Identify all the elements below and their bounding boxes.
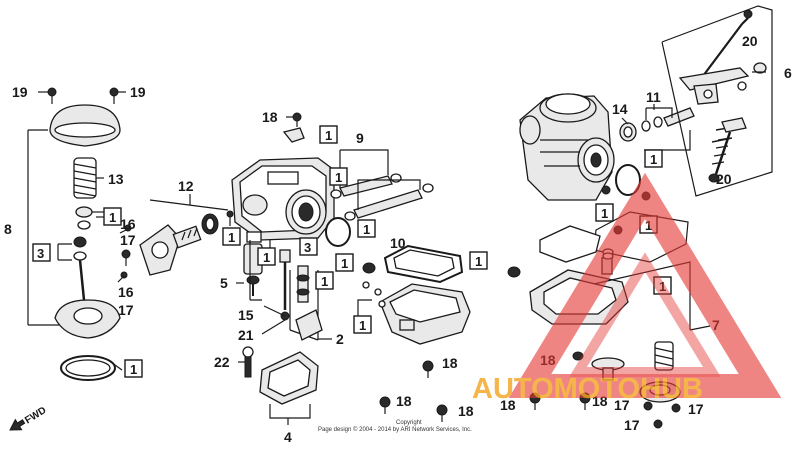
callout-18-right-b: 18 bbox=[500, 397, 516, 413]
svg-text:1: 1 bbox=[109, 210, 116, 225]
callout-9: 9 bbox=[356, 130, 364, 146]
svg-text:1: 1 bbox=[359, 318, 366, 333]
callout-20-top: 20 bbox=[742, 33, 758, 49]
callout-numbers: 19 19 13 8 16 17 16 17 12 5 15 21 22 18 … bbox=[4, 33, 792, 445]
bowl-gaskets bbox=[357, 244, 471, 345]
svg-text:1: 1 bbox=[363, 222, 370, 237]
callout-17-lower: 17 bbox=[118, 302, 134, 318]
svg-text:1: 1 bbox=[335, 170, 342, 185]
box-1-center-a: 1 bbox=[257, 247, 276, 266]
box-1-left: 1 bbox=[103, 207, 122, 226]
box-1-linkage: 1 bbox=[644, 149, 663, 168]
watermark-auto: AUTO bbox=[472, 373, 554, 405]
callout-18-center: 18 bbox=[442, 355, 458, 371]
callout-18-bottom-a: 18 bbox=[396, 393, 412, 409]
shafts bbox=[325, 149, 434, 247]
callout-5: 5 bbox=[220, 275, 228, 291]
box-1-bottom-left: 1 bbox=[124, 359, 143, 378]
callout-14: 14 bbox=[612, 101, 628, 117]
callout-10: 10 bbox=[390, 235, 406, 251]
svg-text:1: 1 bbox=[601, 206, 608, 221]
screws-18-center bbox=[282, 112, 448, 422]
leader-lines bbox=[96, 71, 766, 425]
svg-text:1: 1 bbox=[650, 152, 657, 167]
left-assembly bbox=[27, 87, 126, 381]
svg-text:1: 1 bbox=[659, 279, 666, 294]
callout-6: 6 bbox=[784, 65, 792, 81]
callout-17-right-b: 17 bbox=[688, 401, 704, 417]
watermark-moto: MOTO bbox=[554, 373, 640, 405]
callout-21: 21 bbox=[238, 327, 254, 343]
callout-2: 2 bbox=[336, 331, 344, 347]
svg-text:1: 1 bbox=[321, 274, 328, 289]
callout-18-top: 18 bbox=[262, 109, 278, 125]
box-1-right-c: 1 bbox=[653, 276, 672, 295]
svg-text:1: 1 bbox=[341, 256, 348, 271]
box-1-gasket: 1 bbox=[357, 219, 376, 238]
callout-16-lower: 16 bbox=[118, 284, 134, 300]
box-1-shaft: 1 bbox=[329, 167, 348, 186]
fwd-label: FWD bbox=[23, 405, 48, 426]
svg-text:1: 1 bbox=[325, 128, 332, 143]
callout-20-bottom: 20 bbox=[716, 171, 732, 187]
callout-4: 4 bbox=[284, 429, 292, 445]
callout-19-left: 19 bbox=[12, 84, 28, 100]
box-1-top: 1 bbox=[319, 125, 338, 144]
svg-text:3: 3 bbox=[37, 246, 44, 261]
box-1-center-b: 1 bbox=[315, 271, 334, 290]
box-3-center: 3 bbox=[299, 237, 318, 256]
watermark-text: AUTOMOTOHUB bbox=[472, 373, 703, 405]
screw-19-left bbox=[38, 87, 57, 104]
box-1-oring: 1 bbox=[335, 253, 354, 272]
callout-8: 8 bbox=[4, 221, 12, 237]
box-1-right-a: 1 bbox=[595, 203, 614, 222]
callout-18-bottom-b: 18 bbox=[458, 403, 474, 419]
callout-17-upper: 17 bbox=[120, 232, 136, 248]
svg-text:1: 1 bbox=[130, 362, 137, 377]
box-1-bowl: 1 bbox=[353, 315, 372, 334]
watermark-hub: HUB bbox=[640, 373, 703, 405]
callout-11: 11 bbox=[646, 89, 661, 105]
svg-text:1: 1 bbox=[263, 250, 270, 265]
box-1-bowl-gasket: 1 bbox=[469, 251, 488, 270]
callout-17-right-a: 17 bbox=[614, 397, 630, 413]
callout-19-right: 19 bbox=[130, 84, 146, 100]
box-1-pump: 1 bbox=[222, 227, 241, 246]
spring-13 bbox=[73, 157, 97, 199]
fwd-arrow: FWD bbox=[9, 405, 48, 431]
callout-22: 22 bbox=[214, 354, 230, 370]
copyright-line-1: Copyright bbox=[396, 420, 422, 426]
callout-17-right-c: 17 bbox=[624, 417, 640, 433]
svg-text:3: 3 bbox=[304, 240, 311, 255]
float-4 bbox=[242, 346, 319, 419]
linkage-6 bbox=[661, 5, 773, 197]
watermark-logo: AUTOMOTOHUB bbox=[472, 172, 782, 405]
callout-12: 12 bbox=[178, 178, 194, 194]
svg-text:1: 1 bbox=[475, 254, 482, 269]
box-3-left: 3 bbox=[32, 243, 51, 262]
callout-16-upper: 16 bbox=[120, 216, 136, 232]
svg-text:1: 1 bbox=[228, 230, 235, 245]
copyright-line-2: Page design © 2004 - 2014 by ARI Network… bbox=[318, 426, 472, 433]
pump-assembly-12 bbox=[120, 199, 234, 279]
svg-text:1: 1 bbox=[645, 218, 652, 233]
callout-15: 15 bbox=[238, 307, 254, 323]
carb-body-right bbox=[519, 93, 695, 201]
screw-19-right bbox=[109, 87, 126, 104]
callout-13: 13 bbox=[108, 171, 124, 187]
